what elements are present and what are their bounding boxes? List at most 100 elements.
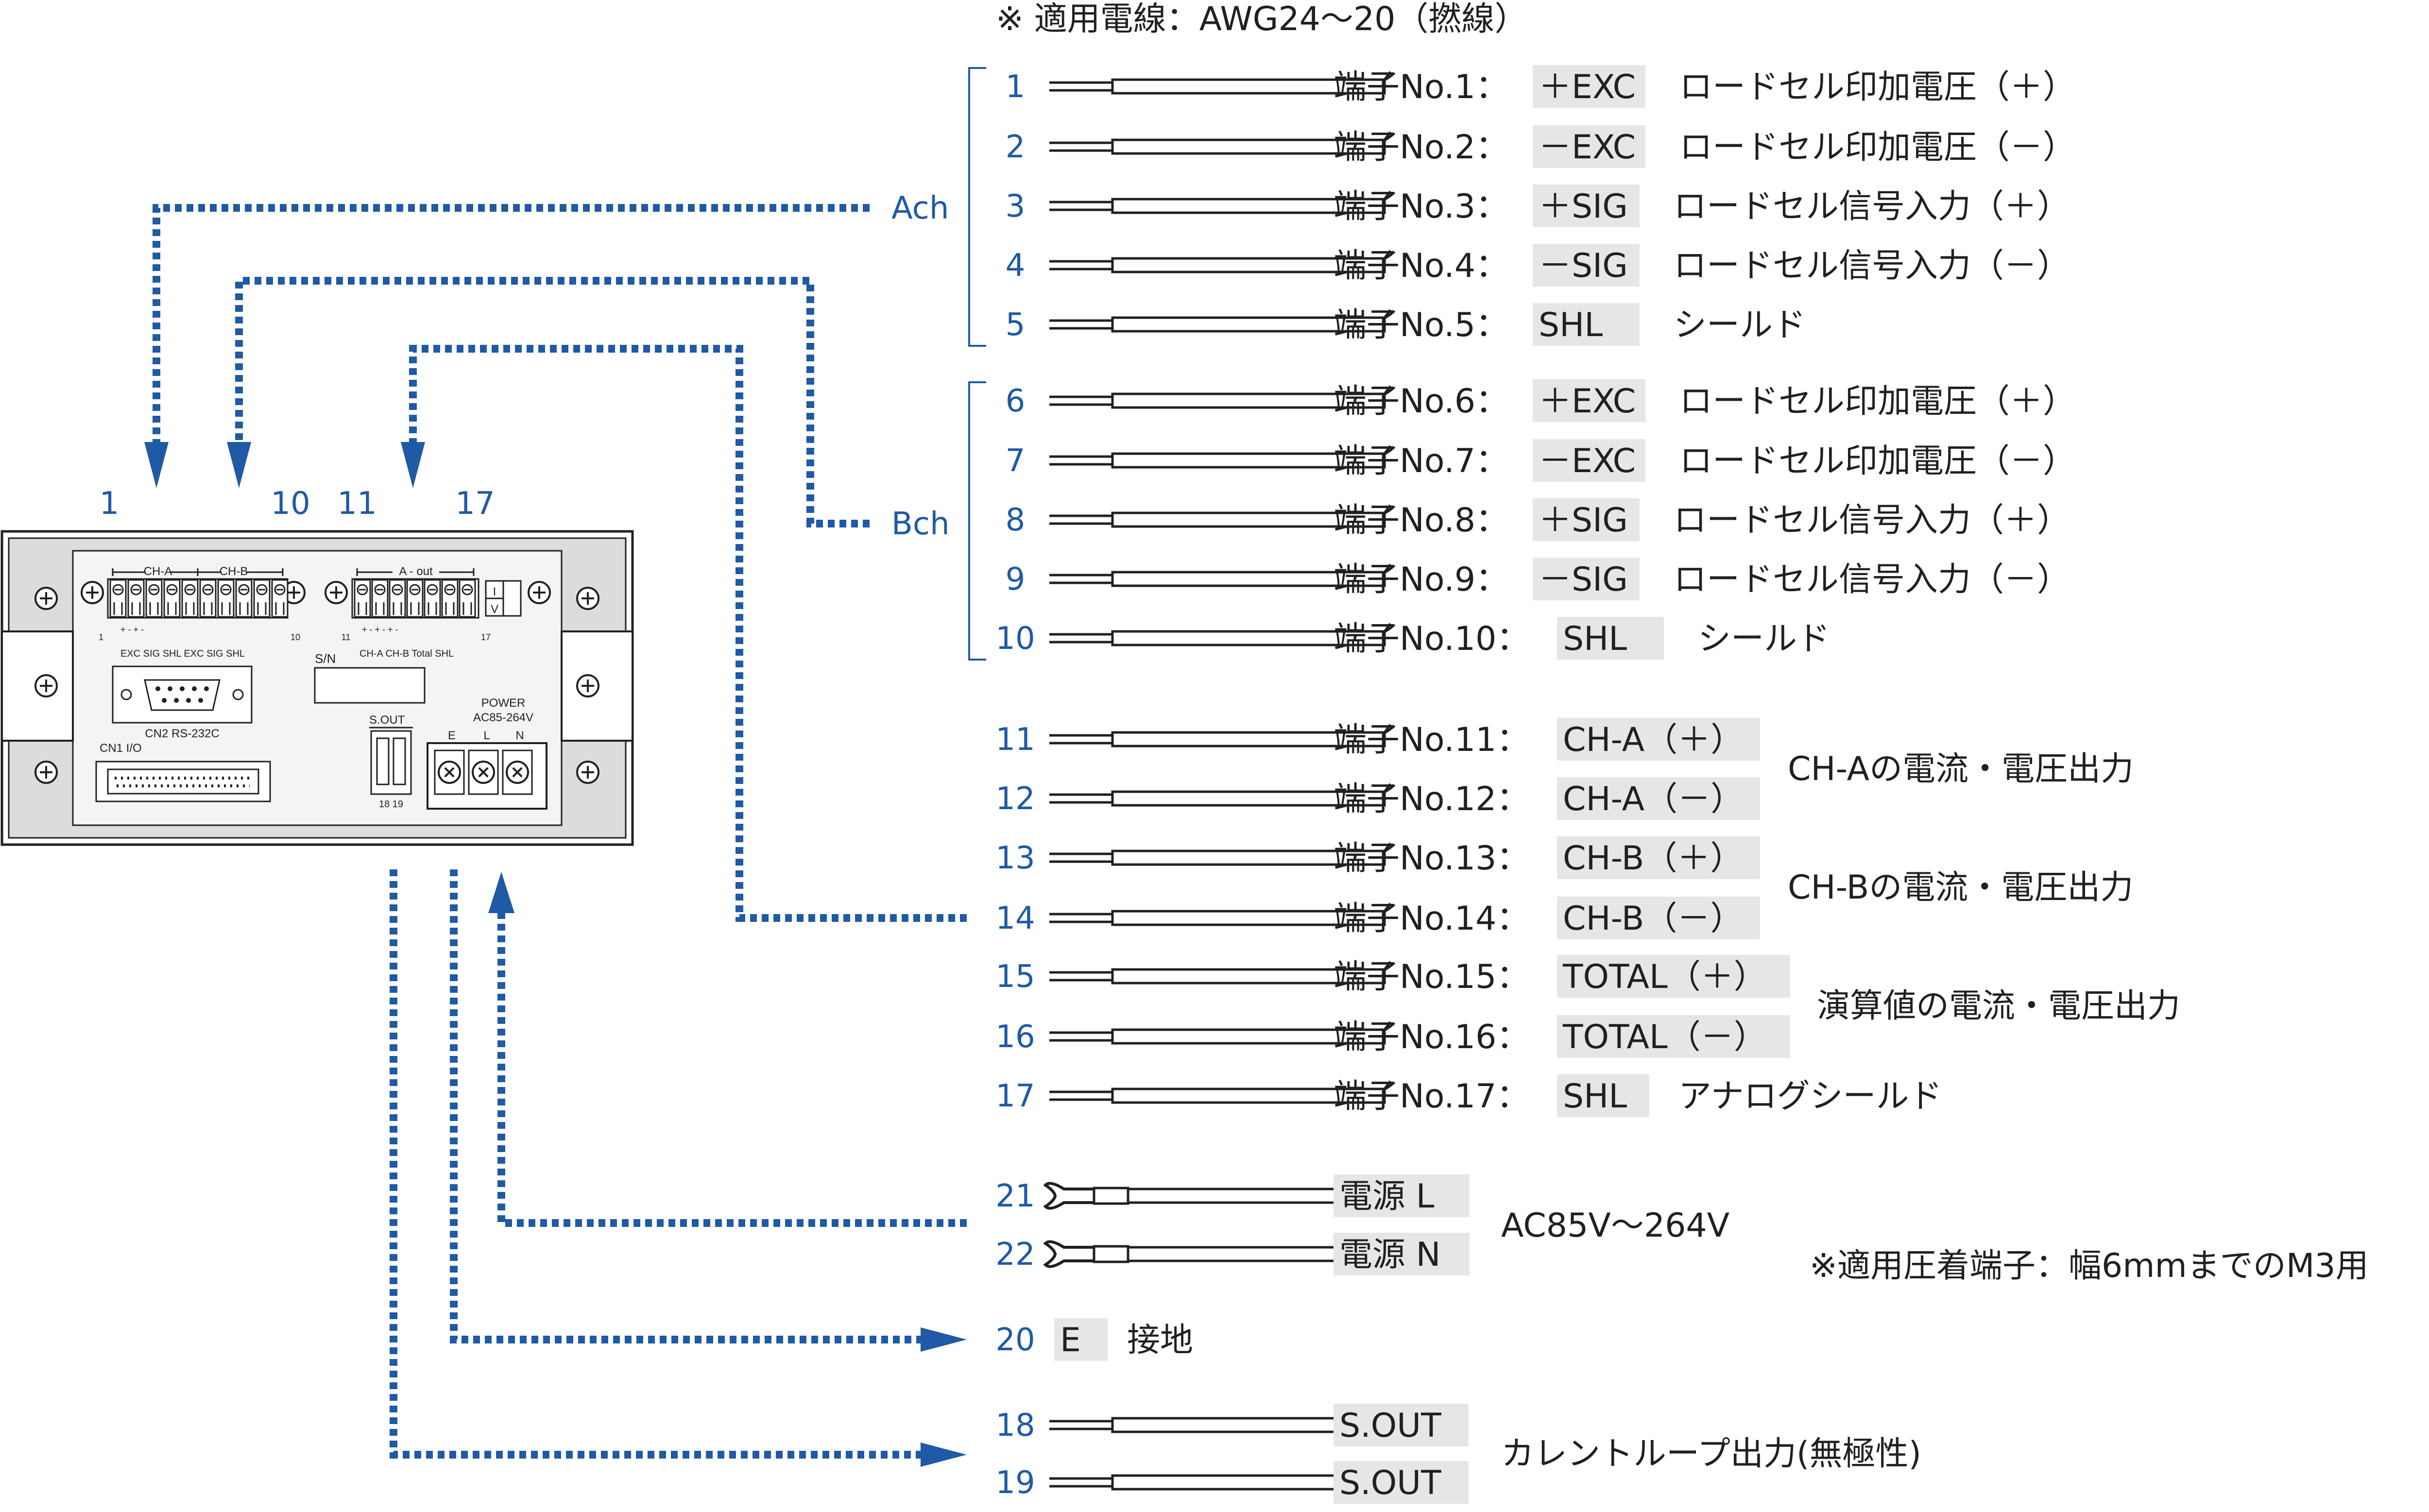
terminal-screw-icon [325, 581, 348, 604]
total-output-description: 演算値の電流・電圧出力 [1817, 987, 2180, 1025]
panel-cn1-label: CN1 I/O [100, 742, 142, 755]
terminal-signal: SHL [1563, 1077, 1627, 1116]
sout-connection [390, 869, 921, 1459]
terminal-signal-bg [1533, 125, 1645, 168]
earth-connection [450, 869, 921, 1343]
terminal-signal-bg [1557, 1074, 1649, 1117]
terminal-label: 端子No.10： [1334, 620, 1529, 658]
arrow-right-earth [921, 1327, 967, 1352]
terminal-signal-bg [1533, 65, 1645, 108]
terminal-signal-bg [1533, 303, 1640, 346]
panel-tb2-signals: CH-A CH-B Total SHL [359, 648, 454, 659]
terminal-label: 端子No.4： [1334, 247, 1508, 285]
terminal-signal-bg [1533, 379, 1645, 422]
earth-terminal-signal: E [1060, 1321, 1081, 1359]
sout-terminal-signal: S.OUT [1339, 1464, 1441, 1502]
panel-i-label: I [493, 585, 496, 598]
crimp-terminal-note: ※適用圧着端子：幅6mmまでのM3用 [1810, 1247, 2369, 1285]
sout-terminal-signal-bg [1334, 1461, 1469, 1504]
panel-v-label: V [491, 603, 498, 616]
terminal-description: ロードセル信号入力（＋） [1674, 501, 2070, 540]
bch-bracket [968, 381, 986, 661]
terminal-description: シールド [1674, 306, 1806, 344]
panel-number-10: 10 [271, 486, 310, 522]
terminal-description: ロードセル印加電圧（＋） [1679, 382, 2076, 421]
ch-b-output-description: CH-Bの電流・電圧出力 [1788, 868, 2133, 907]
terminal-number: 12 [995, 781, 1035, 817]
terminal-number: 11 [995, 722, 1035, 758]
terminal-signal: ＋SIG [1539, 501, 1628, 540]
terminal-label: 端子No.15： [1334, 958, 1529, 996]
panel-a-out-label: A - out [399, 565, 433, 578]
power-terminal-number: 21 [995, 1178, 1035, 1214]
panel-tb1-signals: EXC SIG SHL EXC SIG SHL [120, 648, 245, 659]
terminal-number: 13 [995, 840, 1035, 876]
connection-lines [153, 204, 967, 1459]
earth-terminal-number: 20 [995, 1322, 1035, 1358]
terminal-signal: SHL [1539, 306, 1603, 344]
panel-tb2-polarity: + - + - + - [362, 625, 398, 634]
terminal-signal-bg [1557, 718, 1760, 761]
arrow-down-10 [227, 442, 251, 488]
terminal-signal-bg [1557, 836, 1760, 879]
terminal-number: 15 [995, 959, 1035, 995]
power-terminal-block: POWER AC85-264V E L N [427, 697, 547, 810]
terminal-label: 端子No.5： [1334, 306, 1508, 344]
panel-ch-a-label: CH-A [144, 565, 172, 578]
panel-number-11: 11 [337, 486, 376, 522]
earth-description: 接地 [1127, 1321, 1193, 1359]
panel-n-label: N [515, 729, 524, 742]
arrowheads [144, 442, 967, 1467]
io-connector: CN1 I/O [95, 742, 271, 802]
arrow-down-17 [401, 442, 425, 488]
terminal-label: 端子No.16： [1334, 1018, 1529, 1056]
arrow-right-sout [921, 1443, 967, 1467]
device-rear-panel: CH-A CH-B 1 10 + - + - EXC SIG SHL EXC S… [0, 530, 634, 846]
analog-out-connection [409, 345, 967, 922]
terminal-description: ロードセル印加電圧（－） [1679, 128, 2076, 167]
panel-e-label: E [448, 729, 456, 742]
rs232c-connector: CN2 RS-232C [112, 665, 253, 740]
note-wire-spec: ※ 適用電線：AWG24～20（撚線） [996, 0, 1527, 38]
terminal-signal: SHL [1563, 620, 1627, 658]
terminal-screw-icon [528, 581, 551, 604]
terminal-signal: CH-A（－） [1563, 780, 1744, 818]
panel-cn2-label: CN2 RS-232C [145, 727, 219, 740]
panel-power-label: POWER [481, 697, 526, 710]
arrow-up-power [488, 872, 514, 913]
terminal-signal-bg [1533, 244, 1640, 287]
terminal-signal: ＋EXC [1539, 68, 1636, 106]
terminal-number: 2 [1006, 129, 1026, 165]
panel-ch-b-label: CH-B [220, 565, 248, 578]
terminal-description: アナログシールド [1678, 1077, 1942, 1116]
terminal-label: 端子No.1： [1334, 68, 1508, 106]
terminal-label: 端子No.9： [1334, 561, 1508, 599]
group-label-ach: Ach [891, 190, 949, 226]
terminal-label: 端子No.14： [1334, 900, 1529, 938]
terminal-number: 5 [1006, 307, 1026, 343]
power-terminal-signal-bg [1334, 1233, 1470, 1275]
terminal-number: 14 [995, 900, 1035, 936]
terminal-signal-bg [1557, 777, 1760, 820]
mount-screw-icon [576, 674, 599, 697]
terminal-description: ロードセル信号入力（－） [1674, 247, 2070, 285]
panel-l-label: L [483, 729, 490, 742]
terminal-label: 端子No.8： [1334, 501, 1508, 540]
mount-screw-icon [34, 587, 58, 610]
terminal-label: 端子No.3： [1334, 187, 1508, 226]
earth-terminal-signal-bg [1054, 1318, 1108, 1361]
sout-terminal-number: 18 [995, 1408, 1035, 1444]
serial-number-plate [314, 667, 426, 704]
power-terminal-signal-bg [1334, 1174, 1470, 1217]
ach-connection [153, 204, 870, 442]
ch-a-output-description: CH-Aの電流・電圧出力 [1788, 750, 2134, 788]
terminal-label: 端子No.2： [1334, 128, 1508, 167]
terminal-signal: TOTAL（－） [1562, 1018, 1767, 1056]
mount-screw-icon [576, 761, 599, 784]
mount-screw-icon [34, 674, 58, 697]
terminal-signal: CH-B（－） [1563, 900, 1743, 938]
terminal-signal: CH-A（＋） [1563, 721, 1744, 759]
power-terminal-signal: 電源 L [1339, 1177, 1435, 1216]
current-loop-description: カレントループ出力(無極性) [1501, 1435, 1921, 1473]
